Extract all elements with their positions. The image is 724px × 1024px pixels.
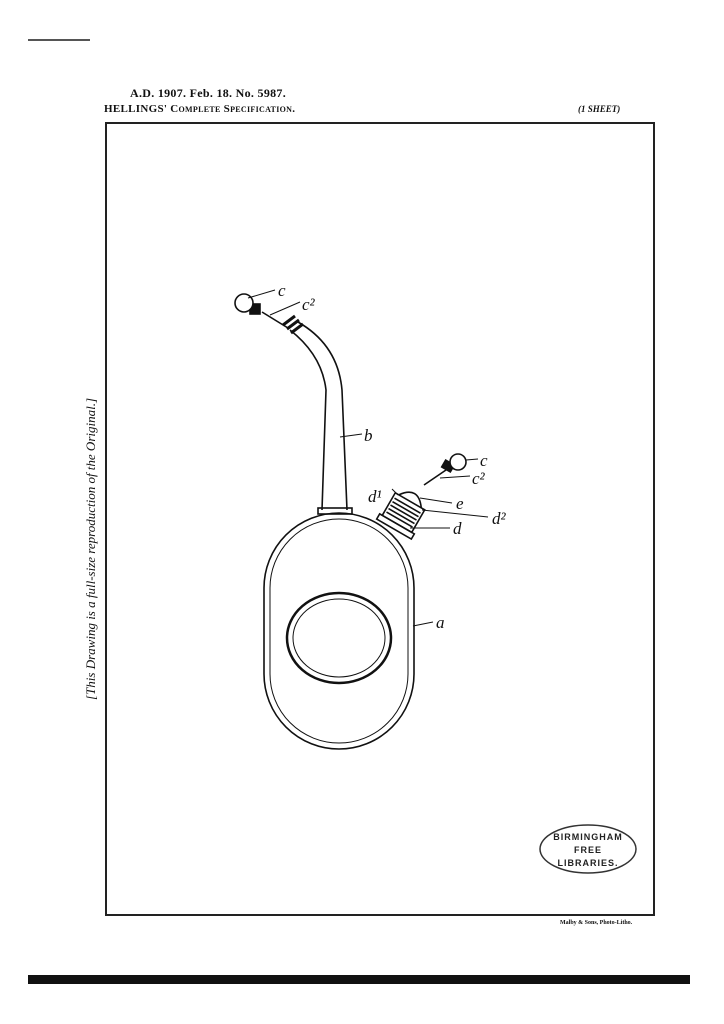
library-stamp: BIRMINGHAM FREE LIBRARIES. (539, 824, 637, 874)
label-c2-top: c² (302, 295, 316, 314)
scan-mark-line (28, 39, 90, 41)
spout (289, 329, 327, 511)
label-e: e (456, 494, 464, 513)
sheet-count: (1 SHEET) (578, 104, 621, 114)
label-d1: d¹ (368, 487, 382, 506)
label-c2-right: c² (472, 469, 486, 488)
label-c-top: c (278, 281, 286, 300)
drawing-frame (105, 122, 655, 916)
specification-title: HELLINGS' Complete Specification. (104, 103, 296, 115)
patent-number-heading: A.D. 1907. Feb. 18. No. 5987. (130, 86, 287, 100)
vessel-body (263, 512, 415, 750)
printer-credit: Malby & Sons, Photo-Litho. (560, 920, 633, 926)
stamp-line-3: LIBRARIES. (557, 858, 618, 868)
label-a: a (436, 613, 445, 632)
cap-top (234, 293, 254, 313)
label-d: d (453, 519, 462, 538)
oval-window (285, 591, 393, 685)
cap-right (449, 453, 467, 471)
stamp-line-2: FREE (574, 845, 602, 855)
scan-edge-bar (28, 975, 690, 984)
label-b: b (364, 426, 373, 445)
stamp-line-1: BIRMINGHAM (553, 832, 623, 842)
label-d2: d² (492, 509, 507, 528)
label-c-right: c (480, 451, 488, 470)
